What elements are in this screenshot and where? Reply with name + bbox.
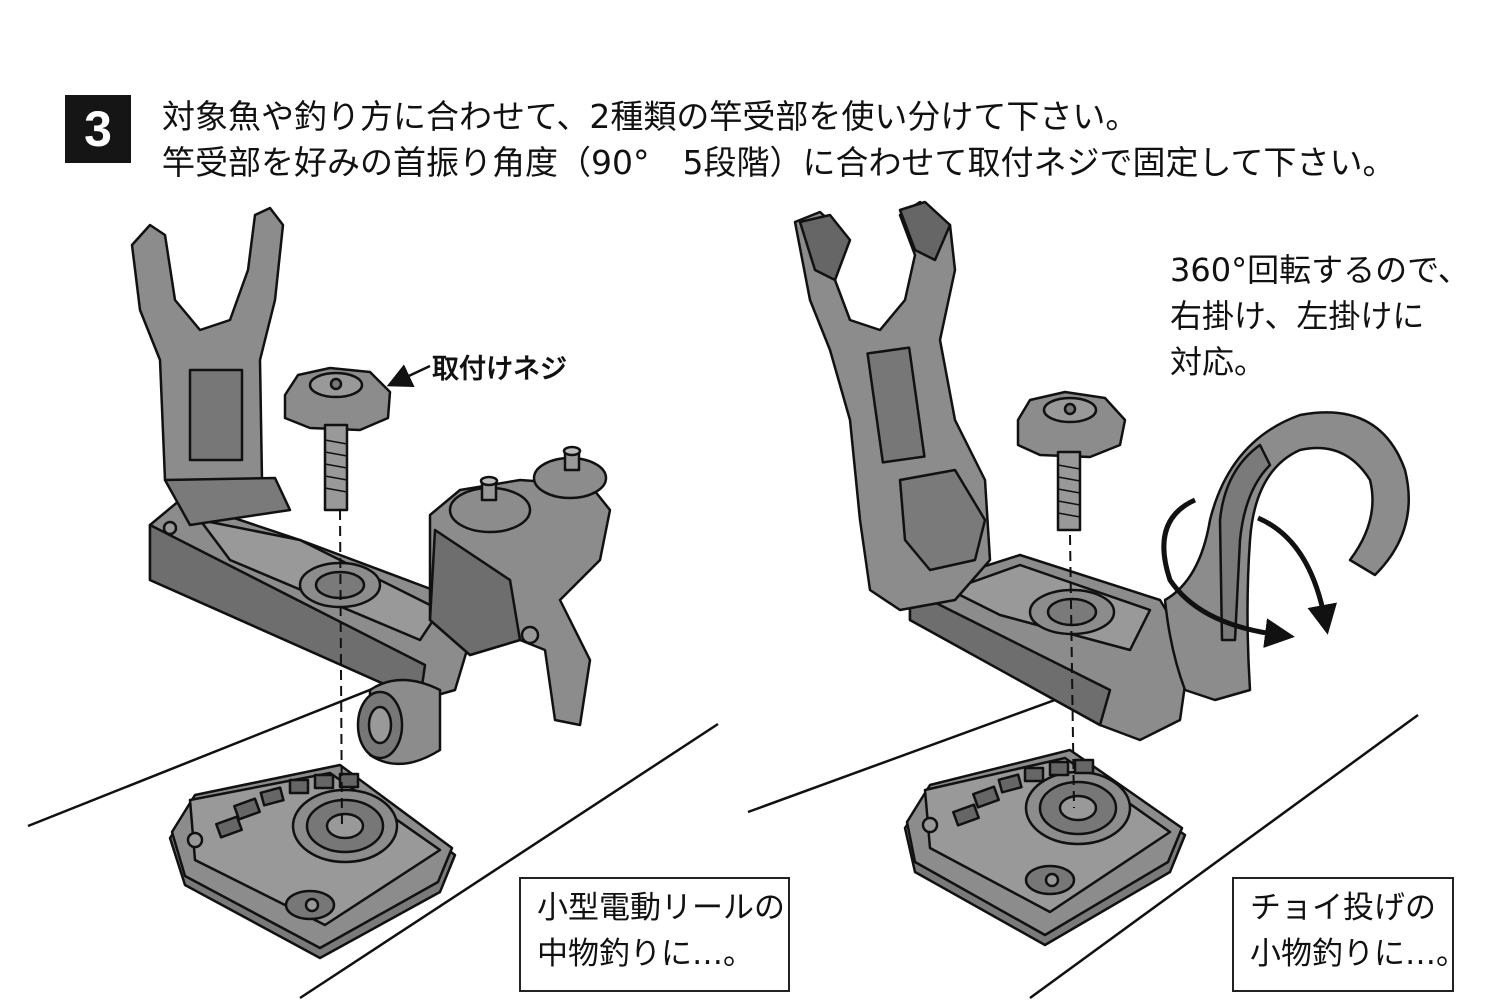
rotation-note: 360°回転するので、 右掛け、左掛けに 対応。 xyxy=(1170,247,1470,385)
instruction-line-2: 竿受部を好みの首振り角度（90° 5段階）に合わせて取付ネジで固定して下さい。 xyxy=(162,143,1396,182)
caption-right: チョイ投げの 小物釣りに…。 xyxy=(1232,877,1467,992)
alignment-guide xyxy=(1069,534,1075,809)
instruction-line-1: 対象魚や釣り方に合わせて、2種類の竿受部を使い分けて下さい。 xyxy=(162,97,1139,136)
left-assembly xyxy=(27,206,719,1000)
caption-right-line-1: チョイ投げの xyxy=(1250,890,1436,926)
clamp-assembly xyxy=(356,445,612,766)
rail-line xyxy=(1029,713,1419,1000)
caption-left-line-1: 小型電動リールの xyxy=(537,890,785,926)
mount-screw-knob xyxy=(1016,390,1127,532)
caption-right-line-2: 小物釣りに…。 xyxy=(1250,936,1467,972)
base-mount xyxy=(903,748,1187,947)
base-mount xyxy=(168,763,457,960)
rod-rest-fork xyxy=(130,206,292,527)
circular-arrow-icon xyxy=(1161,497,1337,649)
arrow-left-icon xyxy=(386,364,431,388)
rod-holder-body xyxy=(148,498,472,702)
caption-left-line-2: 中物釣りに…。 xyxy=(537,936,754,972)
rotation-note-line-1: 360°回転するので、 xyxy=(1170,251,1470,289)
mount-screw-knob xyxy=(283,366,392,512)
rod-rest-fork xyxy=(793,200,992,612)
rail-line xyxy=(299,722,719,1000)
step-number: 3 xyxy=(84,101,112,157)
knob-screw-label: 取付けネジ xyxy=(432,354,567,385)
rotation-note-line-3: 対応。 xyxy=(1170,343,1267,381)
step-number-badge: 3 xyxy=(65,95,131,163)
caption-left: 小型電動リールの 中物釣りに…。 xyxy=(519,877,790,992)
rotation-note-line-2: 右掛け、左掛けに xyxy=(1170,297,1425,335)
rail-line xyxy=(27,668,421,828)
rod-holder-body xyxy=(908,553,1192,742)
hook-rod-rest xyxy=(1163,411,1410,702)
right-assembly xyxy=(747,200,1419,1000)
alignment-guide xyxy=(339,509,343,831)
